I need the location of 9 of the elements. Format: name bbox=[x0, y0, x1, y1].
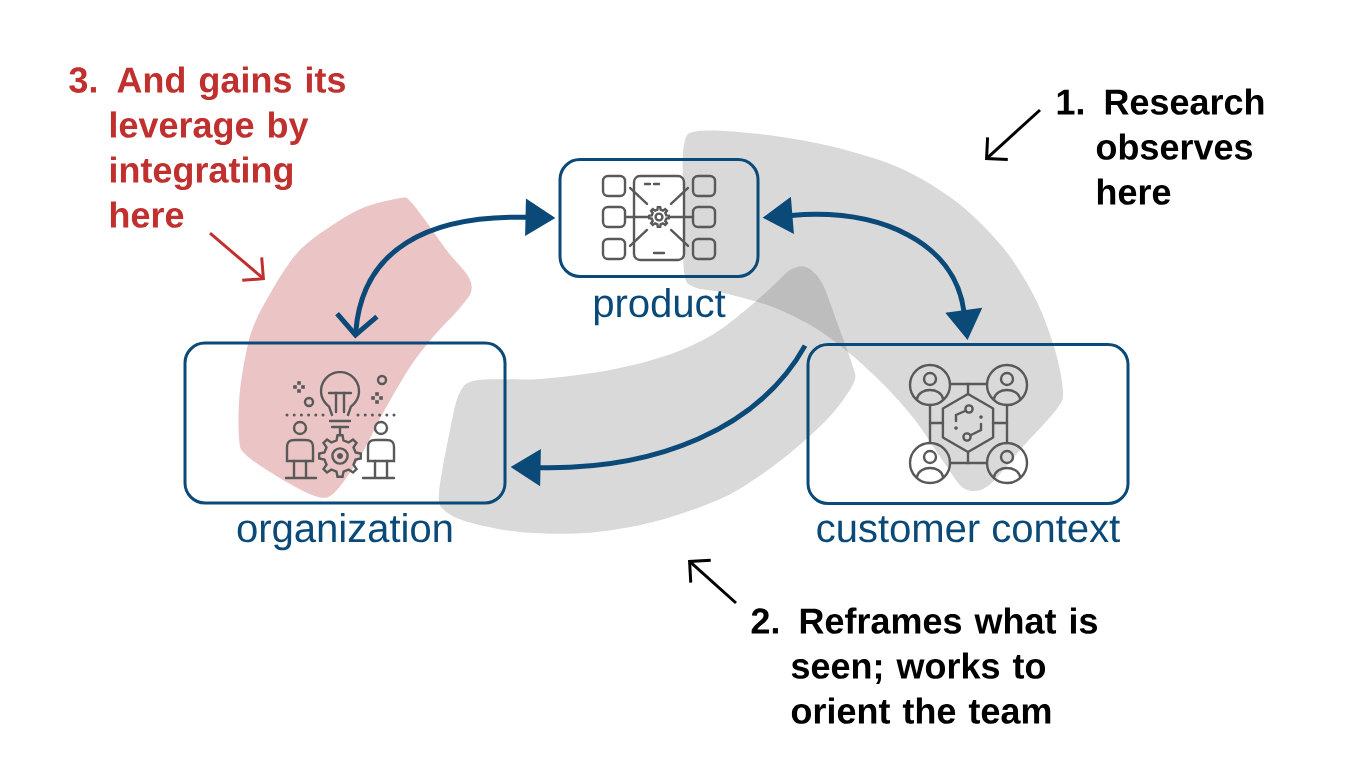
labeled-box: product bbox=[558, 158, 760, 326]
labeled-box: organization bbox=[183, 341, 507, 551]
annotation-text: 2. Reframes what is seen; works to orient the team bbox=[751, 607, 1097, 724]
leader-arrow bbox=[688, 558, 737, 605]
leader-arrow bbox=[985, 108, 1041, 162]
annotation-text: 1. Research observes here bbox=[1057, 88, 1264, 205]
labeled-box: customer context bbox=[806, 343, 1130, 543]
annotation-text: 3. And gains its leverage by integrating here bbox=[69, 66, 345, 228]
leader-arrow bbox=[209, 232, 265, 282]
